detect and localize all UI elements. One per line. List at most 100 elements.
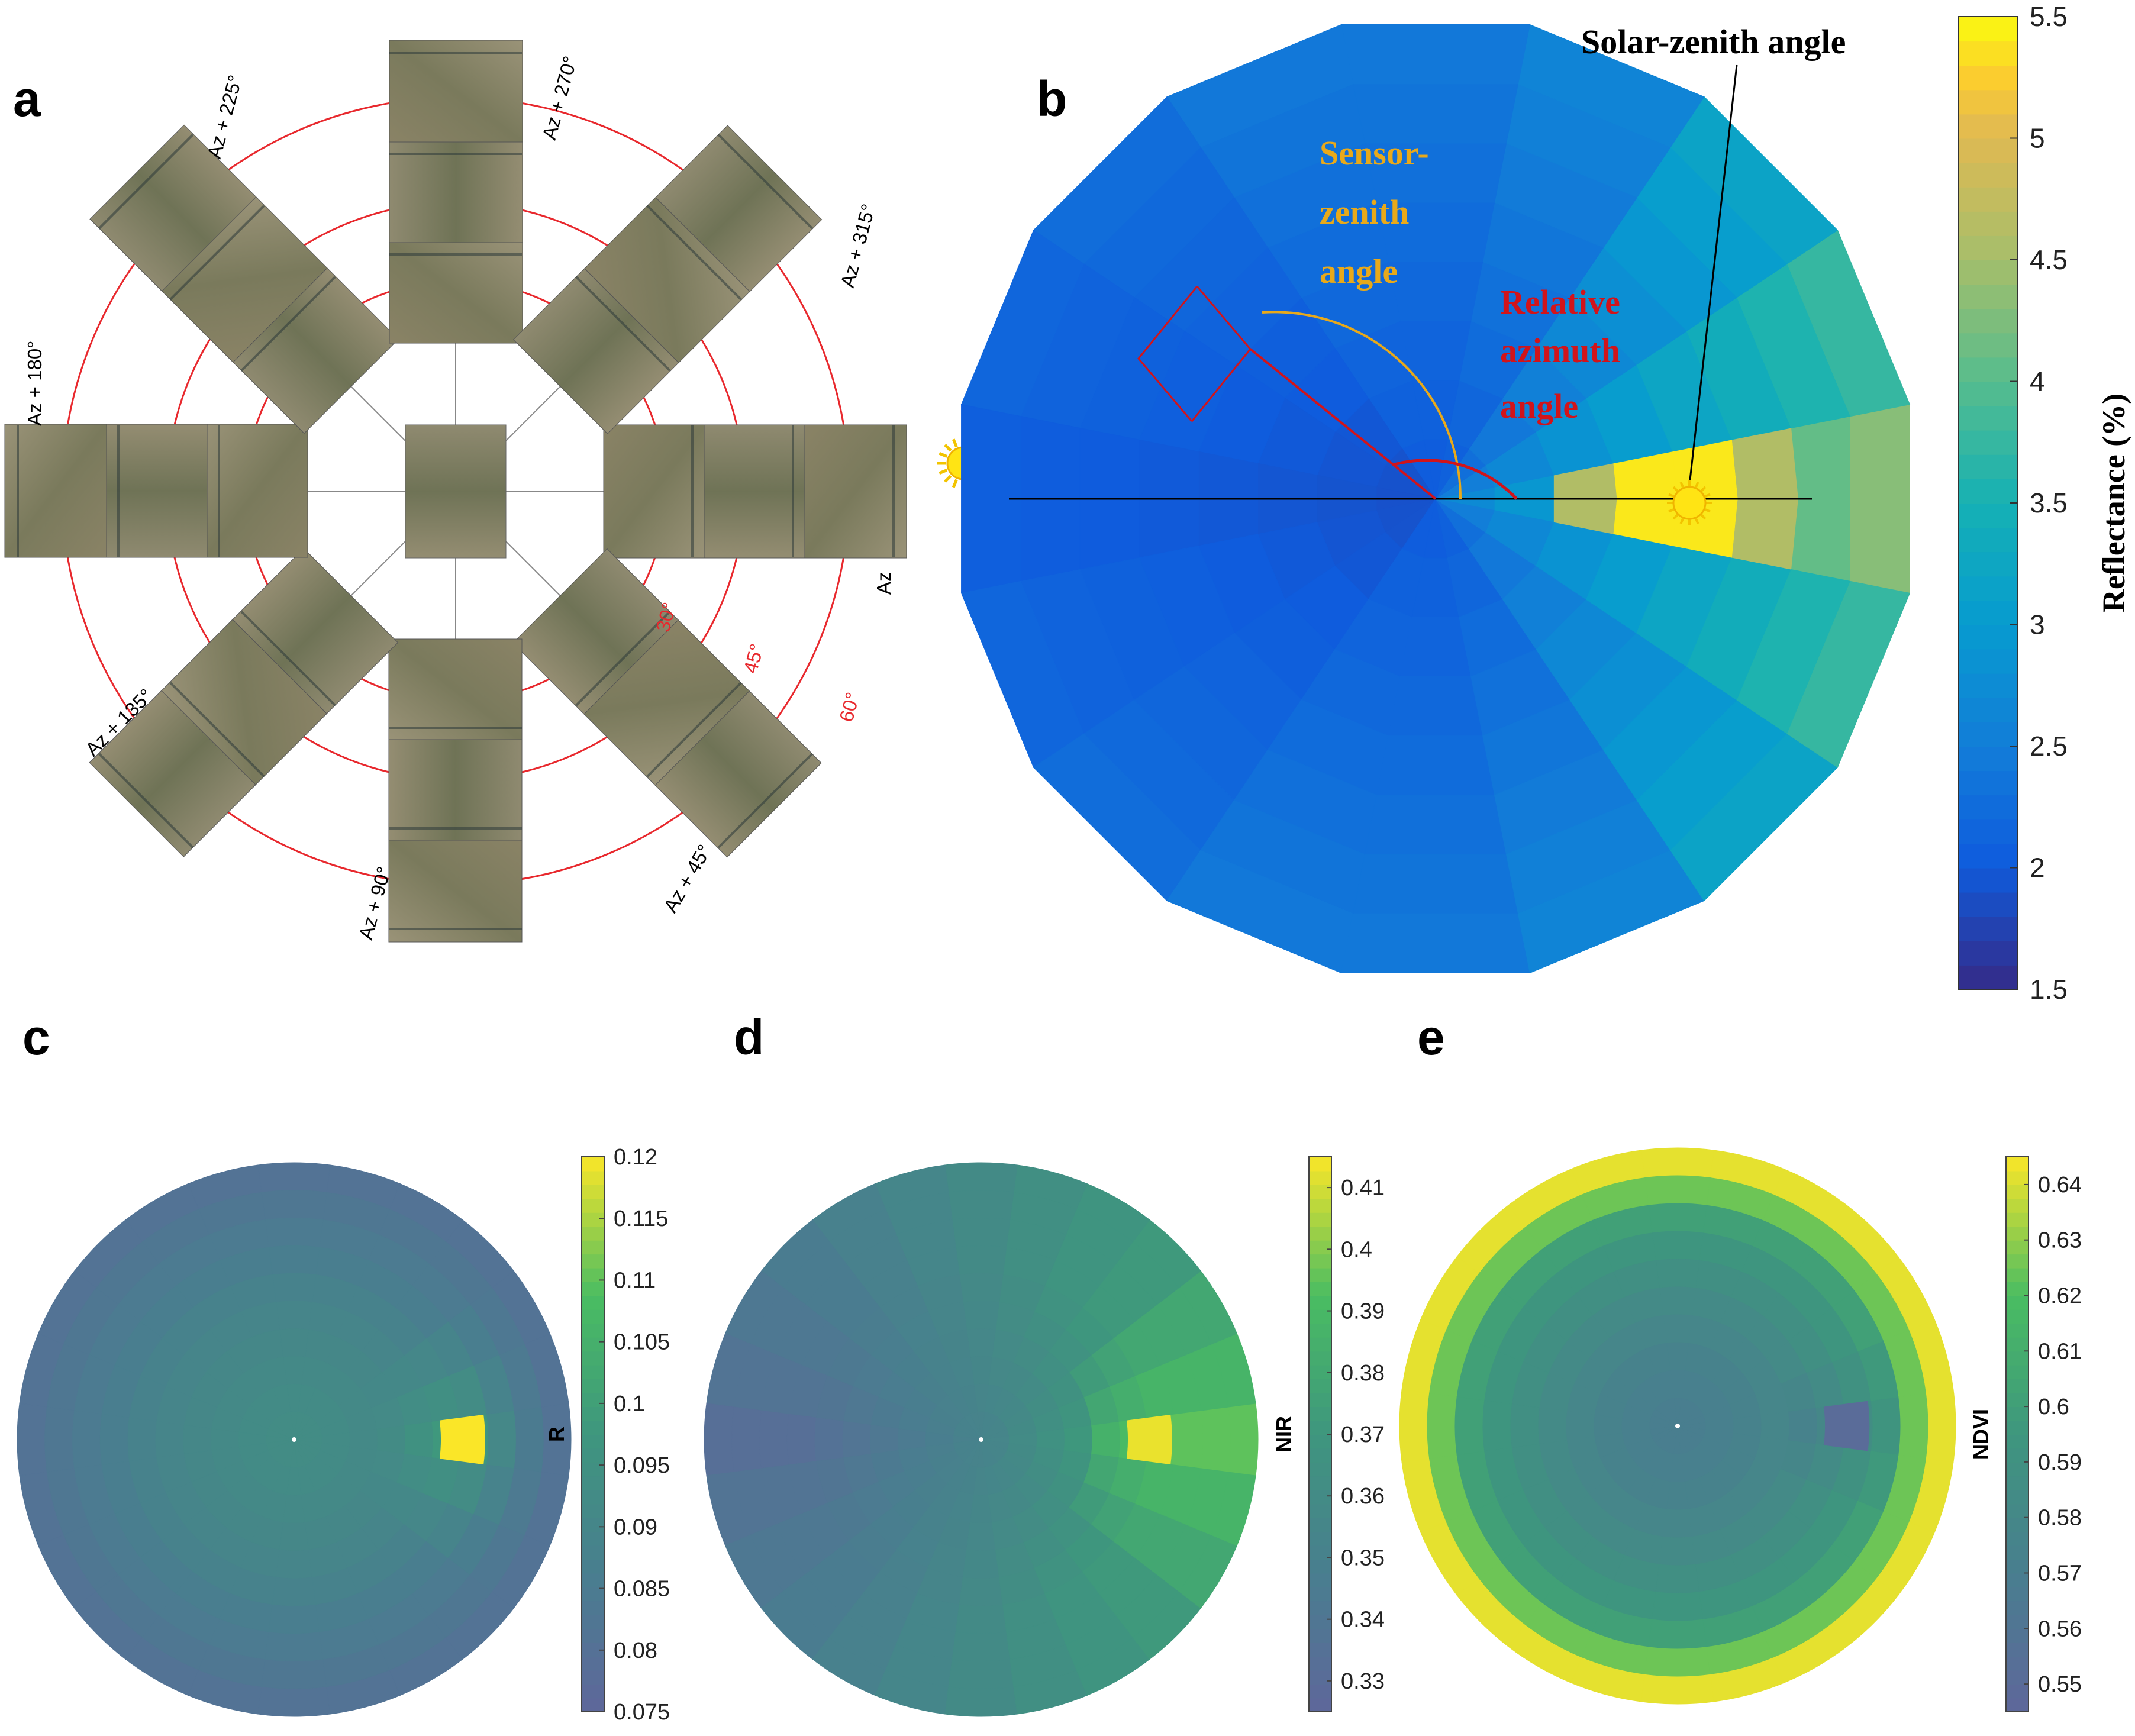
- colorbar-swatch: [1309, 1489, 1331, 1505]
- panel-e: e 0.550.560.570.580.590.60.610.620.630.6…: [1399, 1009, 2082, 1712]
- colorbar-swatch: [1309, 1309, 1331, 1324]
- colorbar-swatch: [2006, 1406, 2028, 1421]
- colorbar-swatch: [1959, 697, 2018, 722]
- colorbar-swatch: [582, 1628, 604, 1643]
- horizon-edge: [646, 205, 742, 301]
- polar-cell: [1648, 1618, 1707, 1649]
- colorbar-swatch: [1959, 405, 2018, 431]
- colorbar-swatch: [2006, 1351, 2028, 1366]
- colorbar-tick-label: 0.115: [614, 1206, 668, 1231]
- center-marker: [292, 1437, 296, 1442]
- colorbar-swatch: [1959, 138, 2018, 163]
- polar-cell: [1870, 1396, 1901, 1456]
- panel-b: b Sensor- zenith angle Relative azimuth …: [960, 1, 2131, 1005]
- horizon-edge: [98, 753, 194, 848]
- reflectance-cell: [1786, 580, 1911, 768]
- colorbar-swatch: [582, 1503, 604, 1518]
- colorbar-swatch: [1309, 1503, 1331, 1518]
- colorbar-swatch: [1309, 1157, 1331, 1172]
- view-photo: [389, 241, 523, 344]
- polar-cell: [952, 1218, 1011, 1248]
- center-marker: [1675, 1424, 1680, 1428]
- colorbar-swatch: [582, 1406, 604, 1421]
- colorbar-swatch: [1959, 284, 2018, 309]
- nir-polar-plot: [704, 1162, 1259, 1717]
- colorbar-swatch: [2006, 1434, 2028, 1449]
- sun-ray: [944, 475, 952, 483]
- polar-cell: [1655, 1259, 1700, 1289]
- polar-cell: [1091, 1421, 1120, 1459]
- reflectance-polar-plot: [960, 24, 1911, 974]
- colorbar-label: NIR: [1272, 1416, 1296, 1453]
- polar-cell: [966, 1521, 996, 1551]
- colorbar-swatch: [582, 1656, 604, 1671]
- colorbar-swatch: [1309, 1282, 1331, 1296]
- view-photo: [654, 690, 822, 858]
- colorbar-tick-label: 0.64: [2038, 1173, 2082, 1198]
- view-photo: [389, 40, 523, 143]
- azimuth-annotation-line-1: Relative: [1500, 283, 1620, 321]
- polar-cell: [513, 1406, 544, 1473]
- polar-cell: [1454, 1396, 1485, 1456]
- colorbar-swatch: [1309, 1323, 1331, 1338]
- colorbar-swatch: [2006, 1614, 2028, 1629]
- polar-cell: [948, 1190, 1014, 1221]
- center-marker: [979, 1437, 983, 1442]
- colorbar-tick-label: 0.095: [614, 1453, 670, 1478]
- colorbar-swatch: [1959, 478, 2018, 504]
- colorbar-swatch: [1309, 1656, 1331, 1671]
- colorbar-c: 0.0750.080.0850.090.0950.10.1050.110.115…: [544, 1145, 670, 1725]
- colorbar-tick-label: 0.55: [2038, 1672, 2082, 1697]
- view-label-az-225: Az + 225°: [203, 73, 246, 161]
- horizon-edge: [240, 611, 336, 706]
- view-photo: [89, 124, 257, 292]
- reflectance-cell: [1388, 676, 1483, 737]
- colorbar-swatch: [1959, 770, 2018, 796]
- colorbar-swatch: [1309, 1170, 1331, 1185]
- view-photo: [389, 140, 523, 243]
- colorbar-tick-label: 0.56: [2038, 1616, 2082, 1641]
- colorbar-swatch: [1959, 892, 2018, 917]
- colorbar-swatch: [582, 1545, 604, 1560]
- sun-ray: [1672, 514, 1679, 520]
- colorbar-swatch: [1959, 235, 2018, 260]
- polar-cell: [1652, 1591, 1704, 1621]
- polar-cell: [265, 1631, 324, 1661]
- polar-cell: [948, 1658, 1014, 1689]
- colorbar-frame: [2005, 1156, 2029, 1712]
- colorbar-label: NDVI: [1969, 1409, 1993, 1460]
- polar-cell: [1510, 1403, 1540, 1448]
- colorbar-tick-label: 3: [2030, 609, 2045, 640]
- colorbar-swatch: [2006, 1656, 2028, 1671]
- sun-ray: [1679, 518, 1685, 524]
- colorbar-swatch: [1959, 964, 2018, 990]
- colorbar-swatch: [582, 1559, 604, 1574]
- colorbar-swatch: [2006, 1379, 2028, 1393]
- colorbar-swatch: [1309, 1698, 1331, 1712]
- sun-ray: [952, 438, 958, 448]
- solar-zenith-leader: [1688, 64, 1738, 486]
- colorbar-swatch: [1959, 673, 2018, 698]
- colorbar-swatch: [1309, 1601, 1331, 1615]
- view-photo-strip: [89, 124, 399, 434]
- polar-cell: [1659, 1286, 1697, 1316]
- polar-cell: [486, 1410, 516, 1469]
- colorbar-swatch: [2006, 1212, 2028, 1227]
- view-photo: [704, 424, 807, 559]
- polar-cell: [842, 1421, 872, 1459]
- colorbar-tick-label: 5: [2030, 123, 2045, 154]
- colorbar-swatch: [2006, 1240, 2028, 1255]
- colorbar-swatch: [1959, 551, 2018, 577]
- colorbar-swatch: [1309, 1670, 1331, 1685]
- polar-cell: [814, 1417, 844, 1462]
- colorbar-tick-label: 0.58: [2038, 1506, 2082, 1531]
- polar-cell: [265, 1218, 324, 1248]
- colorbar-swatch: [582, 1295, 604, 1310]
- colorbar-tick-label: 0.075: [614, 1700, 670, 1725]
- colorbar-swatch: [1959, 746, 2018, 772]
- sun-ray: [1694, 482, 1699, 488]
- colorbar-swatch: [2006, 1282, 2028, 1296]
- view-photo-strip: [603, 424, 907, 559]
